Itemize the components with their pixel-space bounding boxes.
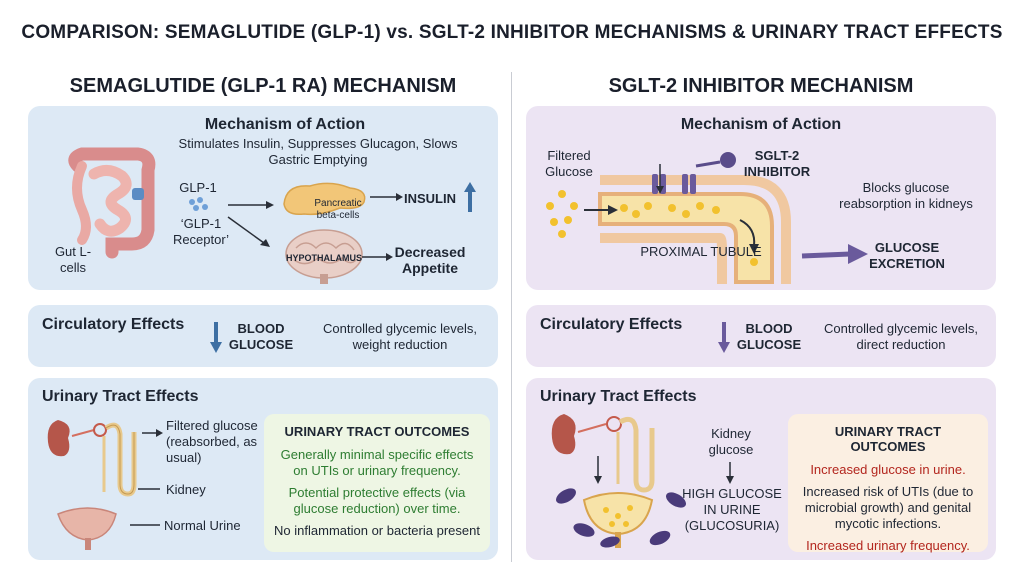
insulin-label: INSULIN: [404, 191, 456, 206]
left-moa-desc: Stimulates Insulin, Suppresses Glucagon,…: [178, 136, 458, 167]
left-circ-desc: Controlled glycemic levels, weight reduc…: [323, 321, 477, 352]
left-outcome-3: No inflammation or bacteria present: [274, 523, 480, 538]
left-outcome-2: Potential protective effects (via glucos…: [288, 485, 466, 516]
transporter-icon: [652, 174, 696, 194]
glp1-arrows: [227, 201, 274, 247]
right-circ-title: Circulatory Effects: [540, 316, 683, 333]
kidney-label: Kidney: [166, 482, 206, 497]
insulin-up-arrow: [464, 182, 476, 212]
hypothalamus-label: HYPOTHALAMUS: [286, 253, 362, 263]
sglt2-inhibitor-label: SGLT-2 INHIBITOR: [743, 148, 811, 179]
left-outcomes-box: URINARY TRACT OUTCOMES Generally minimal…: [264, 414, 490, 552]
left-circ-panel: [28, 305, 498, 367]
right-circ-metric: BLOOD GLUCOSE: [736, 321, 802, 352]
excretion-arrow: [801, 244, 868, 264]
left-urinary-title: Urinary Tract Effects: [42, 388, 199, 405]
kidney-glucose-arrow: [726, 462, 734, 484]
filtered-arrow: [142, 429, 163, 437]
bacteria-icon: [556, 488, 686, 548]
right-outcome-2: Increased risk of UTIs (due to microbial…: [802, 484, 974, 531]
right-outcomes-box: URINARY TRACT OUTCOMES Increased glucose…: [788, 414, 988, 553]
normal-urine-label: Normal Urine: [164, 518, 241, 533]
kidney-icon-right: [551, 414, 655, 548]
right-urinary-title: Urinary Tract Effects: [540, 388, 697, 405]
tubule-icon: [546, 175, 791, 284]
glucose-excretion-label: GLUCOSE EXCRETION: [869, 240, 945, 271]
brain-icon: [285, 229, 363, 284]
page-title: COMPARISON: SEMAGLUTIDE (GLP-1) vs. SGLT…: [21, 22, 1003, 43]
left-moa-title: Mechanism of Action: [204, 116, 366, 133]
right-moa-title: Mechanism of Action: [680, 116, 842, 133]
kidney-pointer: [138, 488, 160, 490]
glucose-dot-icon: [546, 190, 758, 266]
column-divider: [511, 72, 512, 562]
left-outcome-1: Generally minimal specific effects on UT…: [280, 447, 474, 478]
right-circ-panel: [526, 305, 996, 367]
kidney-icon: [47, 420, 137, 550]
blocks-label: Blocks glucose reabsorption in kidneys: [839, 180, 973, 211]
gut-label: Gut L-cells: [54, 244, 92, 275]
right-heading: SGLT-2 INHIBITOR MECHANISM: [608, 75, 914, 97]
left-heading: SEMAGLUTIDE (GLP-1 RA) MECHANISM: [69, 75, 457, 97]
appetite-arrow: [362, 253, 393, 261]
insulin-arrow: [370, 193, 403, 201]
pancreas-label: Pancreatic beta-cells: [314, 198, 362, 221]
high-glucose-label: HIGH GLUCOSE IN URINE (GLUCOSURIA): [682, 486, 782, 533]
kidney-glucose-label: Kidney glucose: [708, 426, 754, 457]
filtered-glucose-label: Filtered glucose (reabsorbed, as usual): [166, 418, 258, 465]
gut-icon: [68, 147, 156, 259]
appetite-label: Decreased Appetite: [394, 244, 466, 276]
filtered-glucose-label-right: Filtered Glucose: [545, 148, 593, 179]
left-circ-metric: BLOOD GLUCOSE: [228, 321, 294, 352]
urine-pointer: [130, 524, 160, 526]
left-circ-title: Circulatory Effects: [42, 316, 185, 333]
right-outcome-3: Increased urinary frequency.: [806, 538, 970, 553]
pancreas-icon: [283, 182, 366, 216]
glp1-molecule-icon: [189, 197, 208, 211]
receptor-label: ‘GLP-1 Receptor’: [172, 216, 230, 247]
glp1-label: GLP-1: [179, 180, 217, 195]
proximal-tubule-label: PROXIMAL TUBULE: [640, 244, 762, 259]
left-glucose-down-arrow: [210, 322, 222, 353]
sglt2-inhibitor-icon: [656, 152, 736, 194]
right-circ-desc: Controlled glycemic levels, direct reduc…: [824, 321, 978, 352]
left-outcomes-title: URINARY TRACT OUTCOMES: [284, 424, 470, 439]
right-outcome-1: Increased glucose in urine.: [810, 462, 966, 477]
right-outcomes-title: URINARY TRACT OUTCOMES: [834, 424, 942, 454]
right-glucose-down-arrow: [718, 322, 730, 353]
